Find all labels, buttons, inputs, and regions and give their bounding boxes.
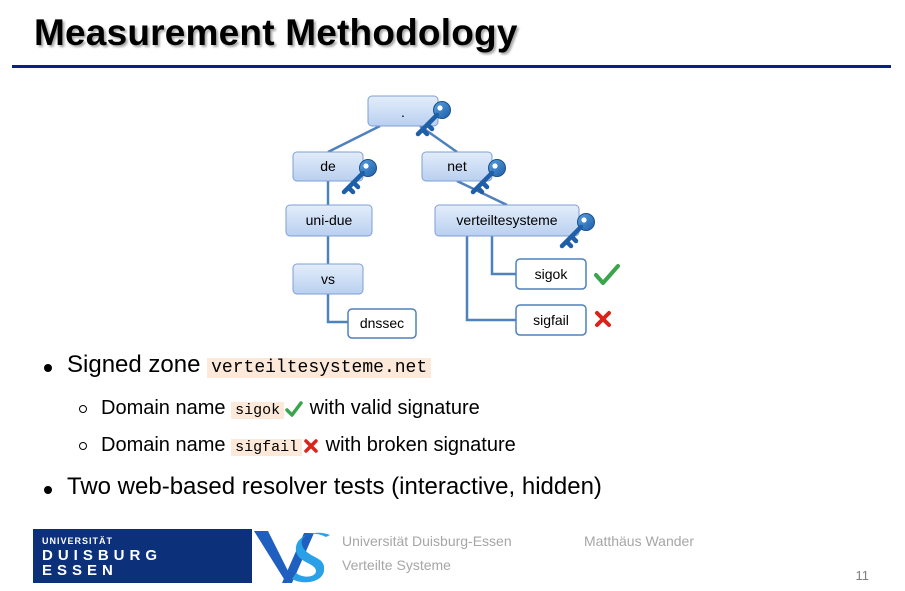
footer-university: Universität Duisburg-Essen — [342, 533, 512, 549]
edge-verteiltesysteme-sigok — [490, 236, 516, 276]
node-vs — [292, 263, 364, 295]
edge-vs-dnssec — [326, 294, 348, 324]
node-de-label: de — [320, 158, 336, 174]
node-sigfail-label: sigfail — [533, 312, 569, 328]
node-vs-label: vs — [321, 271, 335, 287]
node-net-label: net — [447, 158, 467, 174]
slide-title: Measurement Methodology — [34, 12, 518, 53]
node-sigfail — [515, 304, 587, 336]
page-number: 11 — [855, 568, 870, 583]
node-verteiltesysteme-label: verteiltesysteme — [456, 212, 557, 228]
node-sigok — [515, 258, 587, 290]
node-sigok-label: sigok — [535, 266, 569, 282]
footer-author: Matthäus Wander — [584, 533, 694, 549]
logo-line-duisburg: DUISBURG — [42, 547, 163, 564]
node-uni-due-label: uni-due — [306, 212, 353, 228]
node-dnssec — [347, 308, 417, 339]
logo-line-essen: ESSEN — [42, 562, 118, 579]
node-dnssec-label: dnssec — [360, 315, 404, 331]
footer-department: Verteilte Systeme — [342, 557, 451, 573]
edge-root-de — [327, 124, 381, 154]
vs-logo — [254, 531, 330, 583]
edge-verteiltesysteme-sigfail — [465, 236, 516, 322]
title-underline — [12, 65, 891, 68]
cross-icon-sigfail — [595, 311, 611, 327]
university-logo: UNIVERSITÄT DUISBURG ESSEN — [33, 529, 252, 583]
node-uni-due — [285, 204, 373, 237]
check-icon-sigok — [594, 264, 620, 285]
node-root-label: . — [401, 104, 405, 120]
logo-line-universitat: UNIVERSITÄT — [42, 536, 114, 546]
